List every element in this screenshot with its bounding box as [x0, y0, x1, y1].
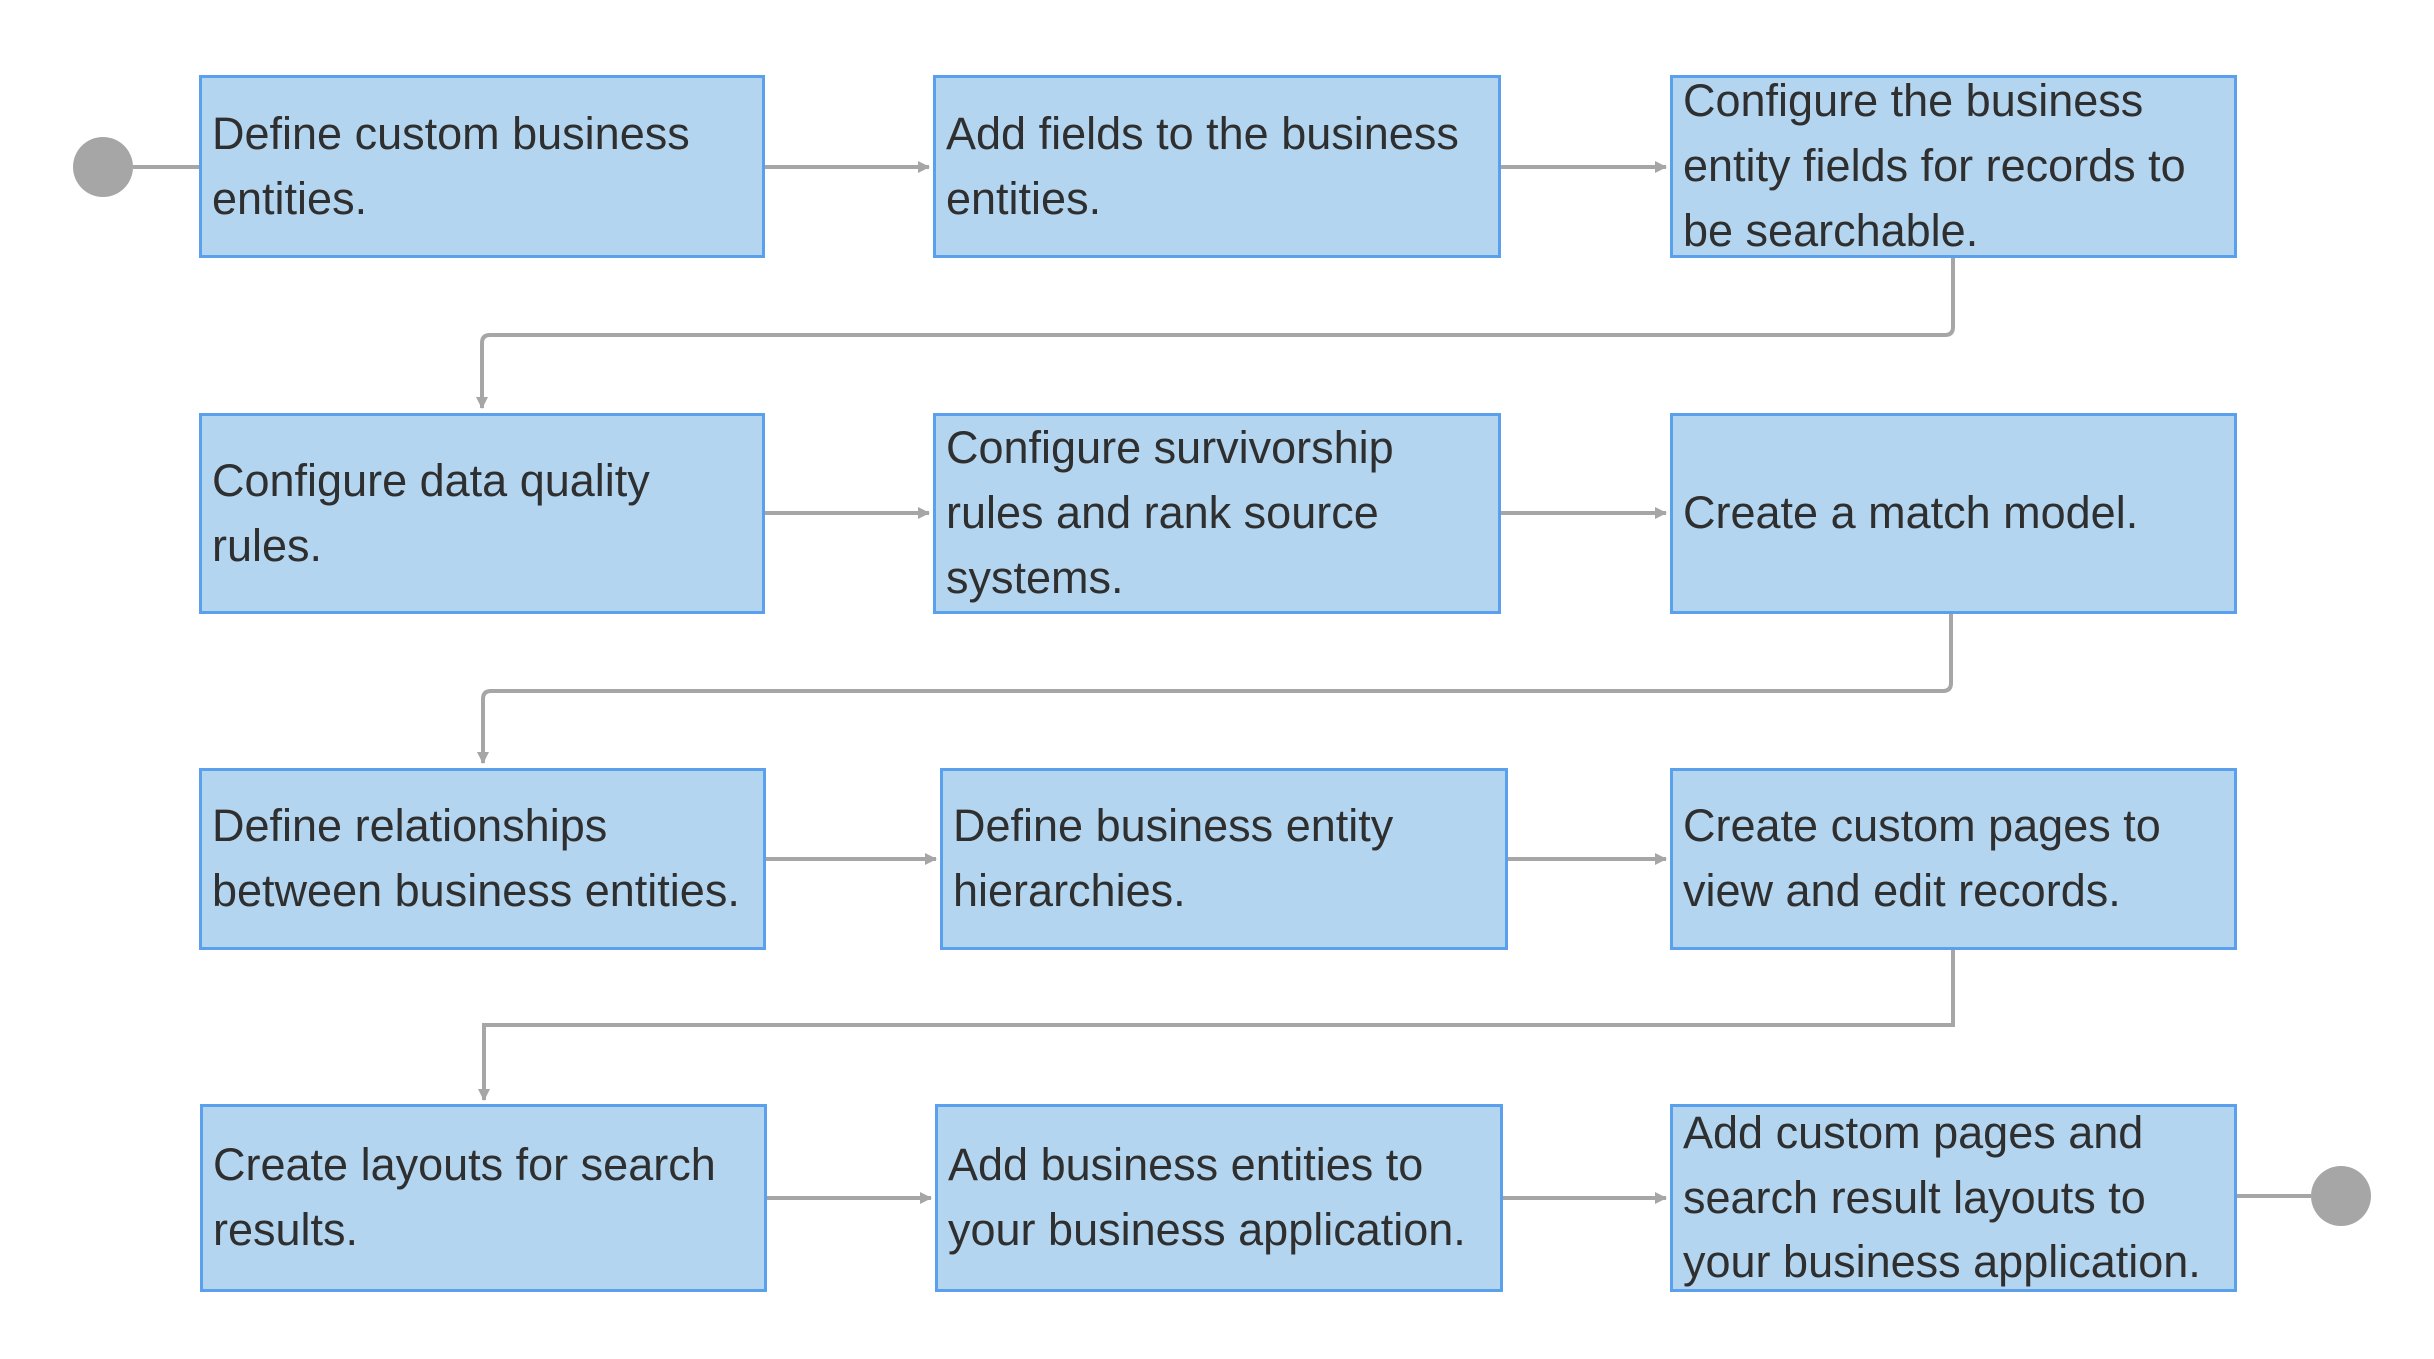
step-label: Create layouts for search results.: [213, 1139, 716, 1255]
step-define-custom-entities: Define custom business entities.: [199, 75, 765, 258]
step-define-hierarchies: Define business entity hierarchies.: [940, 768, 1508, 950]
step-label: Configure survivorship rules and rank so…: [946, 422, 1394, 603]
step-label: Add fields to the business entities.: [946, 107, 1459, 224]
step-label: Configure the business entity fields for…: [1683, 75, 2186, 256]
step-create-search-layouts: Create layouts for search results.: [200, 1104, 767, 1292]
step-label: Add custom pages and search result layou…: [1683, 1106, 2201, 1288]
step-label: Create custom pages to view and edit rec…: [1683, 800, 2161, 916]
step-label: Create a match model.: [1683, 487, 2139, 539]
step-add-fields: Add fields to the business entities.: [933, 75, 1501, 258]
arrow-step9-to-step10: [478, 950, 1955, 1101]
end-node: [2311, 1166, 2371, 1226]
step-label: Add business entities to your business a…: [948, 1139, 1466, 1255]
start-node: [73, 137, 133, 197]
arrow-step6-to-step7: [477, 614, 1953, 764]
step-configure-data-quality: Configure data quality rules.: [199, 413, 765, 614]
step-create-custom-pages: Create custom pages to view and edit rec…: [1670, 768, 2237, 950]
step-label: Define custom business entities.: [212, 107, 690, 224]
step-label: Define business entity hierarchies.: [953, 800, 1394, 916]
step-label: Configure data quality rules.: [212, 454, 650, 571]
arrow-step3-to-step4: [476, 258, 1955, 409]
step-create-match-model: Create a match model.: [1670, 413, 2237, 614]
step-add-entities-to-app: Add business entities to your business a…: [935, 1104, 1503, 1292]
step-configure-survivorship: Configure survivorship rules and rank so…: [933, 413, 1501, 614]
step-define-relationships: Define relationships between business en…: [199, 768, 766, 950]
step-add-pages-and-layouts-to-app: Add custom pages and search result layou…: [1670, 1104, 2237, 1292]
step-configure-searchable-fields: Configure the business entity fields for…: [1670, 75, 2237, 258]
step-label: Define relationships between business en…: [212, 800, 740, 916]
